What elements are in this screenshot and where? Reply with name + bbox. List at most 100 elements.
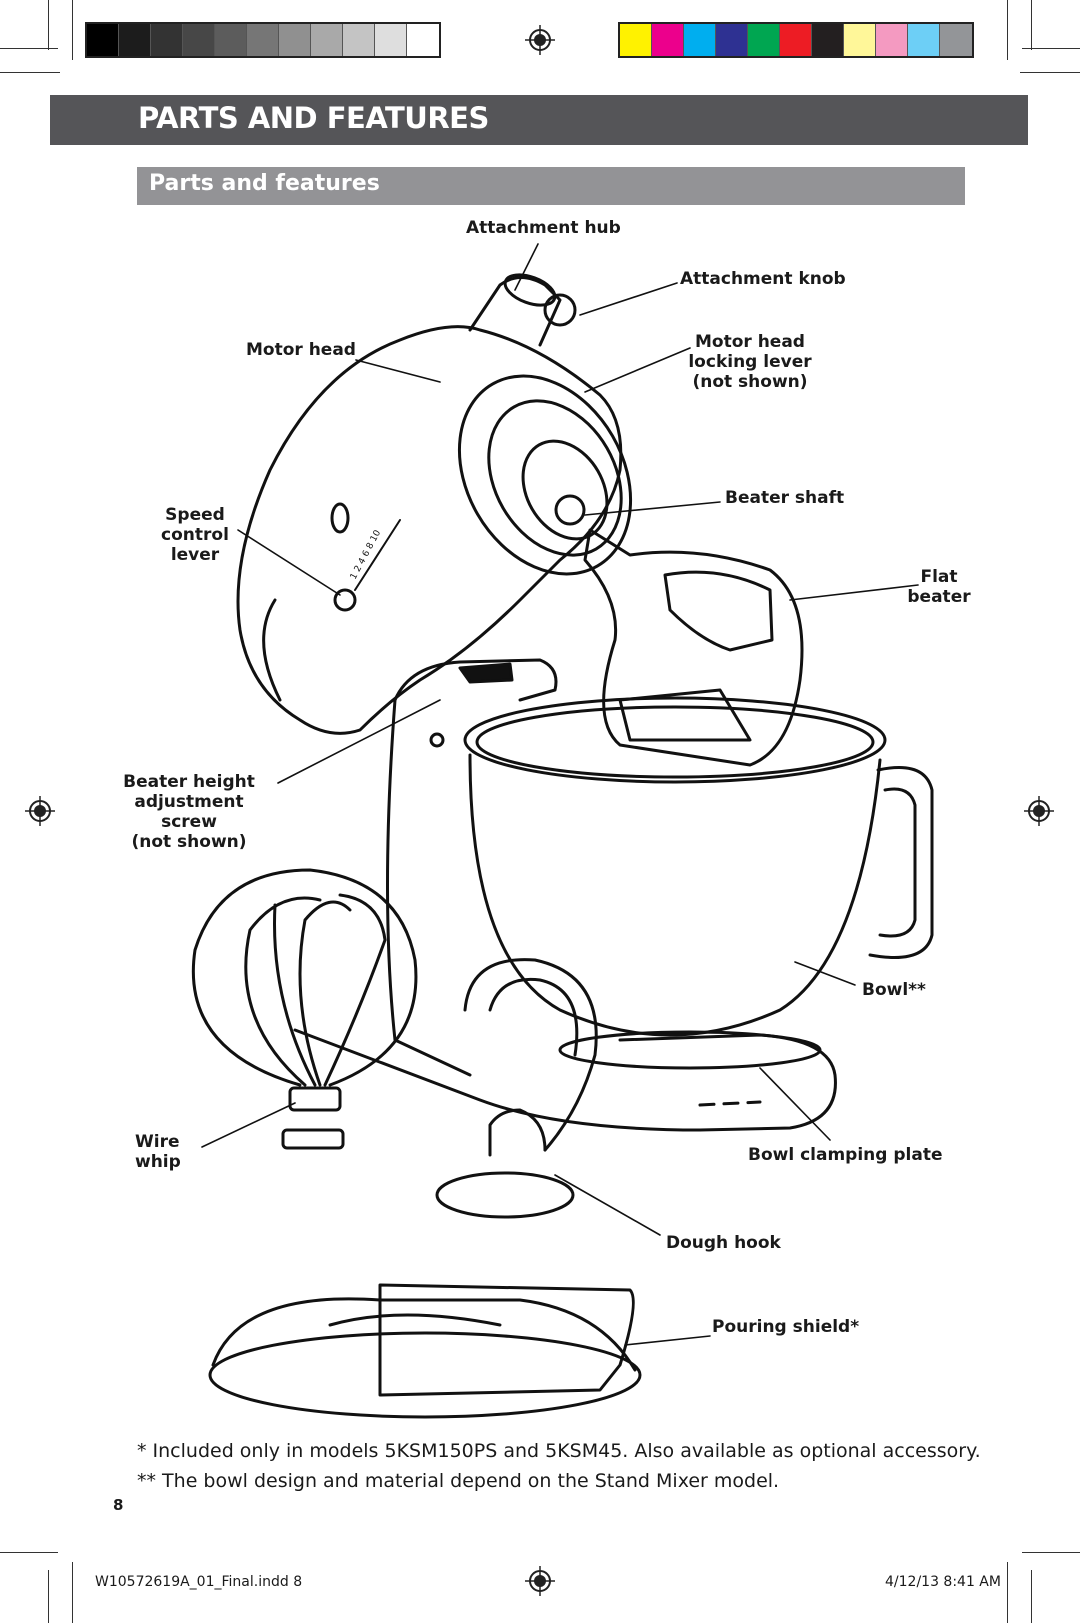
beater-height-screw <box>429 732 445 748</box>
label-line: whip <box>135 1152 181 1172</box>
section-title: PARTS AND FEATURES <box>138 101 489 135</box>
bowl-rim <box>463 696 887 784</box>
label-line: Wire <box>135 1132 180 1152</box>
slug-datetime: 4/12/13 8:41 AM <box>885 1574 1001 1590</box>
crop-mark <box>1022 48 1080 49</box>
mixer-base <box>293 1028 837 1132</box>
grayscale-color-bar <box>85 22 441 58</box>
flat-beater-window <box>618 688 752 742</box>
subsection-header-bar: Parts and features <box>137 167 965 205</box>
swatch <box>908 24 940 56</box>
swatch <box>684 24 716 56</box>
base-dash <box>698 1100 762 1107</box>
process-color-bar <box>618 22 974 58</box>
swatch <box>716 24 748 56</box>
swatch <box>151 24 183 56</box>
registration-mark-icon <box>1024 796 1054 826</box>
label-dough-hook: Dough hook <box>666 1233 781 1253</box>
wire-whip-wire <box>273 903 317 1087</box>
label-motor-head-locking-lever: Motor head locking lever (not shown) <box>688 332 812 392</box>
motor-head-end <box>457 374 633 576</box>
label-speed-control-lever: Speed control lever <box>155 505 235 565</box>
swatch <box>844 24 876 56</box>
speed-control-knob <box>333 588 357 612</box>
crop-mark <box>48 0 49 50</box>
mixer-pedestal <box>386 698 472 1077</box>
swatch <box>215 24 247 56</box>
label-line: control <box>161 525 229 545</box>
label-beater-shaft: Beater shaft <box>725 488 845 508</box>
bowl-handle-inner <box>878 787 917 938</box>
crop-mark <box>1007 0 1008 60</box>
label-line: Flat <box>920 567 958 587</box>
footnote-single-star: * Included only in models 5KSM150PS and … <box>137 1440 981 1462</box>
swatch <box>620 24 652 56</box>
wire-whip <box>191 868 418 1087</box>
label-bowl-clamping-plate: Bowl clamping plate <box>748 1145 943 1165</box>
leader-lines <box>201 243 919 1346</box>
flat-beater-window <box>663 570 774 652</box>
label-line: screw <box>161 812 217 832</box>
swatch <box>407 24 439 56</box>
swatch <box>87 24 119 56</box>
label-flat-beater: Flat beater <box>905 567 973 607</box>
bowl-clamping-plate <box>558 1030 822 1070</box>
wire-whip-wire <box>244 896 322 1087</box>
label-line: Beater height <box>123 772 255 792</box>
label-bowl: Bowl** <box>862 980 926 1000</box>
attachment-hub <box>468 276 562 347</box>
footnote-double-star: ** The bowl design and material depend o… <box>137 1470 780 1492</box>
pedestal-top <box>393 658 558 702</box>
subsection-title: Parts and features <box>149 171 380 196</box>
crop-mark <box>0 1552 58 1553</box>
label-line: Speed <box>165 505 225 525</box>
pedestal-slot <box>458 662 514 684</box>
wire-whip-wire <box>298 900 352 1087</box>
beater-shaft <box>554 494 586 526</box>
registration-mark-icon <box>525 25 555 55</box>
swatch <box>343 24 375 56</box>
label-line: beater <box>907 587 971 607</box>
label-line: adjustment <box>134 792 244 812</box>
registration-mark-icon <box>25 796 55 826</box>
label-line: (not shown) <box>131 832 247 852</box>
motor-head-band <box>262 598 282 702</box>
page-number: 8 <box>113 1496 124 1514</box>
label-line: (not shown) <box>692 372 808 392</box>
label-beater-height-adjustment-screw: Beater height adjustment screw (not show… <box>123 772 255 852</box>
wire-whip-hub <box>288 1086 342 1112</box>
swatch <box>940 24 972 56</box>
swatch <box>780 24 812 56</box>
pouring-shield-rim <box>208 1331 642 1419</box>
crop-mark <box>0 72 60 73</box>
crop-mark <box>72 0 73 60</box>
crop-mark <box>1031 1570 1032 1623</box>
label-line: locking lever <box>688 352 812 372</box>
bowl-body <box>468 753 882 1037</box>
label-motor-head: Motor head <box>246 340 356 360</box>
bowl-handle <box>868 766 934 959</box>
lock-lever <box>330 502 350 534</box>
swatch <box>119 24 151 56</box>
label-attachment-hub: Attachment hub <box>466 218 621 238</box>
dough-hook <box>463 958 598 1152</box>
swatch <box>876 24 908 56</box>
label-wire-whip: Wire whip <box>135 1132 181 1172</box>
crop-mark <box>0 48 58 49</box>
label-line: Motor head <box>695 332 805 352</box>
label-attachment-knob: Attachment knob <box>680 269 846 289</box>
label-pouring-shield: Pouring shield* <box>712 1317 860 1337</box>
crop-mark <box>1022 1552 1080 1553</box>
swatch <box>279 24 311 56</box>
motor-head-end-core <box>521 439 609 541</box>
section-header-bar: PARTS AND FEATURES <box>50 95 1028 145</box>
wire-whip-collar <box>281 1128 345 1150</box>
crop-mark <box>1020 72 1080 73</box>
flat-beater <box>583 528 804 767</box>
swatch <box>748 24 780 56</box>
label-line: lever <box>170 545 220 565</box>
dough-hook-collar <box>435 1171 575 1219</box>
swatch <box>311 24 343 56</box>
registration-mark-icon <box>525 1566 555 1596</box>
